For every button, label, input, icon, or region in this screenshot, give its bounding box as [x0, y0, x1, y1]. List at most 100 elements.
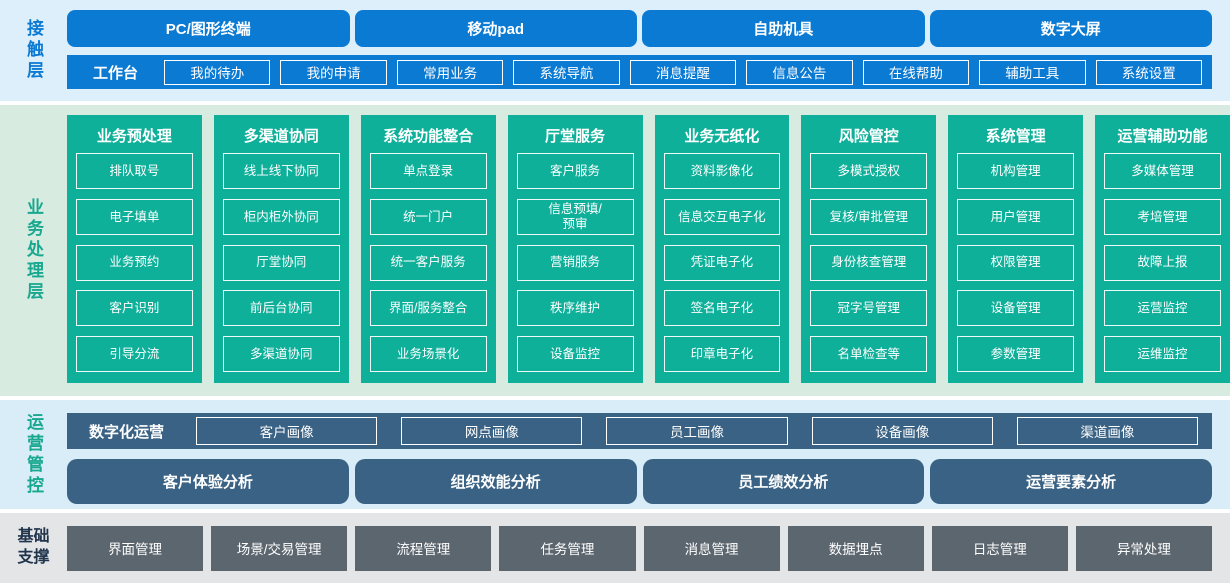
base-item: 异常处理 — [1075, 525, 1212, 571]
contact-layer-label: 接触层 — [24, 19, 43, 82]
business-column-item: 秩序维护 — [516, 290, 634, 327]
business-column-item: 统一门户 — [369, 198, 487, 235]
contact-layer-section: 接触层 PC/图形终端 移动pad 自助机具 数字大屏 工作台 我的待办 我 — [0, 0, 1230, 101]
analysis-box: 组织效能分析 — [354, 459, 637, 504]
business-column-items: 资料影像化 信息交互电子化 凭证电子化 签名电子化 印章电子化 — [663, 153, 781, 372]
business-column-item: 多模式授权 — [810, 153, 928, 189]
business-column: 风险管控 多模式授权 复核/审批管理 身份核查管理 冠字号管理 名单检查等 — [801, 115, 937, 383]
operations-layer-label: 运营管控 — [24, 412, 43, 497]
business-column-item: 资料影像化 — [663, 153, 781, 189]
analysis-box: 员工绩效分析 — [642, 459, 925, 504]
business-column-item: 名单检查等 — [810, 336, 928, 372]
business-column-title: 业务预处理 — [96, 128, 172, 145]
operations-layer-section: 运营管控 数字化运营 客户画像 网点画像 员工画像 设备画像 渠道画像 客户 — [0, 400, 1230, 509]
business-column-item: 复核/审批管理 — [810, 198, 928, 235]
business-column-item: 签名电子化 — [663, 290, 781, 327]
business-column: 多渠道协同 线上线下协同 柜内柜外协同 厅堂协同 前后台协同 多渠道协同 — [213, 115, 349, 383]
base-item: 任务管理 — [499, 525, 636, 571]
business-layer-section: 业务处理层 业务预处理 排队取号 电子填单 业务预约 客户识别 — [0, 105, 1230, 396]
workbench-item: 消息提醒 — [629, 59, 737, 85]
portrait-item: 员工画像 — [606, 417, 788, 445]
business-column-title: 厅堂服务 — [545, 128, 606, 145]
business-column-item: 权限管理 — [957, 244, 1075, 281]
base-layer-label: 基础支撑 — [17, 528, 50, 566]
digital-operations-bar: 数字化运营 客户画像 网点画像 员工画像 设备画像 渠道画像 — [67, 413, 1212, 449]
workbench-item: 在线帮助 — [862, 59, 970, 85]
portrait-item: 设备画像 — [811, 417, 993, 445]
analysis-row: 客户体验分析 组织效能分析 员工绩效分析 运营要素分析 — [67, 459, 1212, 504]
terminal-row: PC/图形终端 移动pad 自助机具 数字大屏 — [67, 10, 1212, 47]
digital-operations-label: 数字化运营 — [89, 423, 165, 441]
business-column-item: 故障上报 — [1104, 244, 1221, 281]
portrait-item: 客户画像 — [196, 417, 378, 445]
business-column: 系统管理 机构管理 用户管理 权限管理 设备管理 参数管理 — [948, 115, 1084, 383]
base-item: 消息管理 — [643, 525, 780, 571]
business-column-item: 电子填单 — [76, 198, 193, 235]
business-column-item: 用户管理 — [957, 198, 1075, 235]
business-column-item: 业务预约 — [76, 244, 193, 281]
business-column-item: 客户服务 — [516, 153, 634, 189]
business-column-item: 界面/服务整合 — [369, 290, 487, 327]
workbench-item: 系统设置 — [1095, 59, 1202, 85]
base-item: 流程管理 — [355, 525, 492, 571]
business-column-title: 系统功能整合 — [383, 128, 474, 145]
business-column-item: 设备监控 — [516, 336, 634, 372]
business-column-items: 线上线下协同 柜内柜外协同 厅堂协同 前后台协同 多渠道协同 — [222, 153, 340, 372]
base-layer-section: 基础支撑 界面管理 场景/交易管理 流程管理 任务管理 消息管理 数据埋点 日志… — [0, 513, 1230, 583]
business-column: 业务预处理 排队取号 电子填单 业务预约 客户识别 引导分流 — [67, 115, 202, 383]
business-column-item: 单点登录 — [369, 153, 487, 189]
business-column-item: 考培管理 — [1104, 198, 1221, 235]
business-column-items: 客户服务 信息预填/ 预审 营销服务 秩序维护 设备监控 — [516, 153, 634, 372]
business-column-title: 多渠道协同 — [243, 128, 319, 145]
business-column-item: 多渠道协同 — [222, 336, 340, 372]
business-column-item: 参数管理 — [957, 336, 1075, 372]
business-column-item: 运营监控 — [1104, 290, 1221, 327]
business-column-item: 厅堂协同 — [222, 244, 340, 281]
operations-layer-side: 运营管控 — [0, 400, 67, 509]
business-column-item: 排队取号 — [76, 153, 193, 189]
business-column: 厅堂服务 客户服务 信息预填/ 预审 营销服务 秩序维护 设备监控 — [507, 115, 643, 383]
contact-layer-body: PC/图形终端 移动pad 自助机具 数字大屏 工作台 我的待办 我的申请 常用… — [67, 0, 1230, 101]
base-item: 日志管理 — [931, 525, 1068, 571]
business-column-items: 排队取号 电子填单 业务预约 客户识别 引导分流 — [76, 153, 193, 372]
business-column-item: 客户识别 — [76, 290, 193, 327]
workbench-label: 工作台 — [93, 64, 139, 82]
business-column-items: 单点登录 统一门户 统一客户服务 界面/服务整合 业务场景化 — [369, 153, 487, 372]
business-column-item: 印章电子化 — [663, 336, 781, 372]
business-column-item: 柜内柜外协同 — [222, 198, 340, 235]
business-column-title: 运营辅助功能 — [1117, 128, 1208, 145]
portrait-item: 网点画像 — [401, 417, 583, 445]
contact-layer-side: 接触层 — [0, 0, 67, 101]
workbench-item: 系统导航 — [513, 59, 620, 85]
business-layer-side: 业务处理层 — [0, 105, 67, 396]
workbench-bar: 工作台 我的待办 我的申请 常用业务 系统导航 消息提醒 信息公告 在线帮助 辅… — [67, 55, 1212, 89]
business-column-item: 线上线下协同 — [222, 153, 340, 189]
business-column: 业务无纸化 资料影像化 信息交互电子化 凭证电子化 签名电子化 印章电子化 — [654, 115, 790, 383]
base-item: 数据埋点 — [787, 525, 924, 571]
business-column: 运营辅助功能 多媒体管理 考培管理 故障上报 运营监控 运维监控 — [1095, 115, 1230, 383]
business-column-items: 多媒体管理 考培管理 故障上报 运营监控 运维监控 — [1104, 153, 1221, 372]
business-column-item: 营销服务 — [516, 244, 634, 281]
terminal-button: 移动pad — [354, 10, 637, 47]
business-column-title: 业务无纸化 — [684, 128, 760, 145]
business-column-item: 信息预填/ 预审 — [516, 198, 634, 235]
business-column-item: 机构管理 — [957, 153, 1075, 189]
terminal-button: 数字大屏 — [929, 10, 1212, 47]
business-column-item: 业务场景化 — [369, 336, 487, 372]
business-column-item: 多媒体管理 — [1104, 153, 1221, 189]
business-column-item: 设备管理 — [957, 290, 1075, 327]
workbench-item: 我的申请 — [280, 59, 387, 85]
base-item: 场景/交易管理 — [211, 525, 348, 571]
business-column: 系统功能整合 单点登录 统一门户 统一客户服务 界面/服务整合 业务场景化 — [360, 115, 496, 383]
business-column-item: 冠字号管理 — [810, 290, 928, 327]
business-column-item: 信息交互电子化 — [663, 198, 781, 235]
business-column-items: 机构管理 用户管理 权限管理 设备管理 参数管理 — [957, 153, 1075, 372]
business-column-item: 引导分流 — [76, 336, 193, 372]
terminal-button: 自助机具 — [642, 10, 925, 47]
business-column-item: 统一客户服务 — [369, 244, 487, 281]
base-layer-side: 基础支撑 — [0, 513, 67, 583]
base-item: 界面管理 — [67, 525, 204, 571]
business-column-item: 运维监控 — [1104, 336, 1221, 372]
analysis-box: 运营要素分析 — [930, 459, 1212, 504]
